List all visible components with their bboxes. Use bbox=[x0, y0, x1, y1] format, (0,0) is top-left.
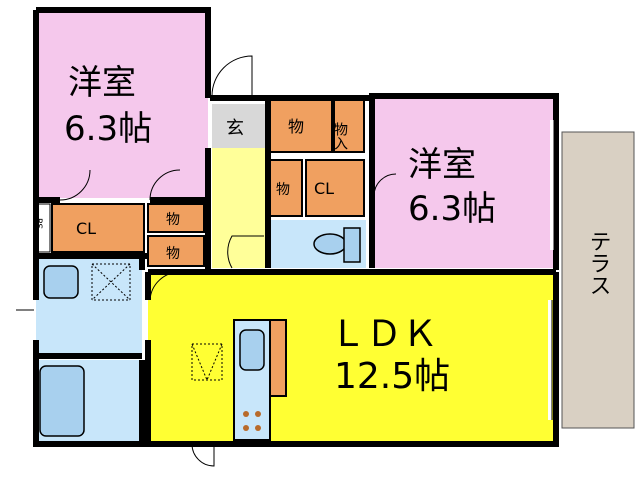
wash-basin bbox=[43, 265, 79, 299]
entrance-label: 玄 bbox=[226, 118, 244, 139]
terrace-label: テラス bbox=[586, 230, 611, 296]
bathtub bbox=[39, 365, 85, 437]
storage-left-lower bbox=[147, 235, 205, 267]
storage-in-label: 物入 bbox=[332, 122, 348, 150]
storage-left-upper bbox=[147, 203, 205, 233]
kitchen-sink bbox=[239, 329, 265, 371]
western-room-left-name: 洋室 bbox=[68, 63, 136, 103]
western-room-right-name: 洋室 bbox=[408, 145, 476, 185]
stove bbox=[243, 411, 261, 431]
storage-top-label: 物 bbox=[288, 117, 304, 136]
storage-left-upper-label: 物 bbox=[166, 212, 180, 228]
closet-left-label: CL bbox=[76, 219, 96, 238]
ldk-size: 12.5帖 bbox=[334, 356, 450, 397]
western-room-left-size: 6.3帖 bbox=[64, 109, 152, 149]
walls bbox=[33, 7, 559, 447]
washer-space bbox=[91, 263, 131, 301]
closet-right-label: CL bbox=[314, 179, 334, 198]
toilet-fixture bbox=[313, 233, 347, 255]
terrace bbox=[561, 131, 635, 429]
door-swings bbox=[59, 55, 397, 467]
storage-mid-label: 物 bbox=[276, 182, 290, 198]
fridge-space bbox=[191, 343, 223, 381]
western-room-left bbox=[36, 10, 208, 198]
entrance bbox=[212, 104, 268, 148]
storage-left-lower-label: 物 bbox=[166, 246, 180, 262]
ldk-name: ＬＤＫ bbox=[330, 314, 438, 355]
hallway bbox=[212, 148, 268, 268]
ldk bbox=[148, 272, 558, 444]
pipe-space-label: PS bbox=[33, 218, 43, 229]
closet-right bbox=[305, 159, 365, 217]
western-room-right-size: 6.3帖 bbox=[408, 189, 496, 229]
closet-left bbox=[51, 203, 145, 253]
western-room-right bbox=[372, 98, 554, 268]
windows bbox=[16, 120, 555, 420]
kitchen-cabinet bbox=[269, 319, 287, 397]
